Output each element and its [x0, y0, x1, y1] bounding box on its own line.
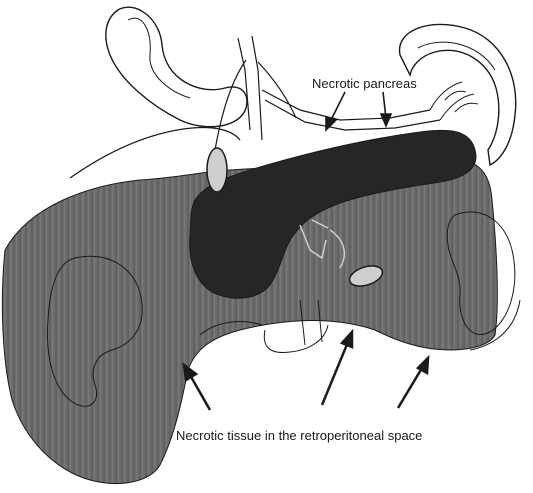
stomach-outline [106, 7, 247, 127]
vessel-cross-section-left [207, 148, 227, 192]
label-necrotic-pancreas: Necrotic pancreas [312, 76, 417, 91]
retroperitoneal-arrows [184, 332, 428, 410]
vessel-lines [215, 36, 440, 150]
splenic-vessel-branches [430, 82, 478, 120]
label-retroperitoneal-necrosis: Necrotic tissue in the retroperitoneal s… [176, 428, 422, 443]
pancreas-arrows [326, 92, 391, 130]
